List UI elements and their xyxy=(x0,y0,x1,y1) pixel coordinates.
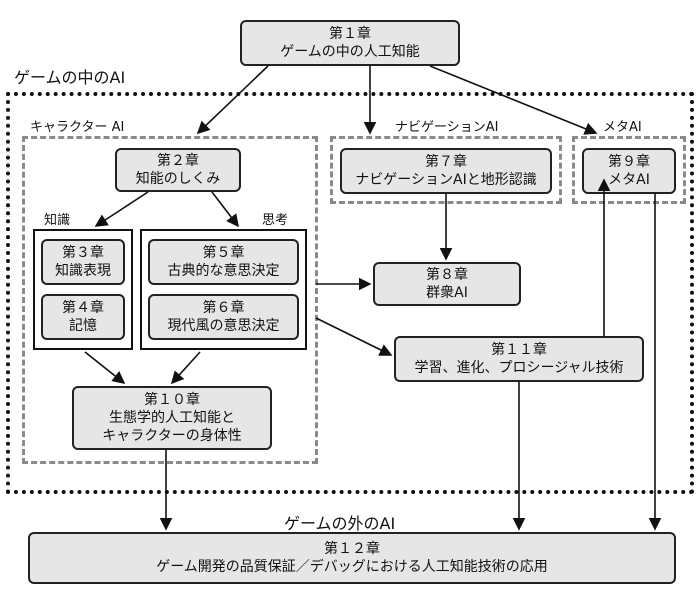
chapter-3-box: 第３章 知識表現 xyxy=(41,239,125,285)
chapter-3-number: 第３章 xyxy=(62,245,104,261)
chapter-10-number: 第１０章 xyxy=(144,392,200,408)
chapter-10-title-line2: キャラクターの身体性 xyxy=(102,428,242,444)
chapter-7-title: ナビゲーションAIと地形認識 xyxy=(355,172,537,188)
game-inner-ai-region xyxy=(6,92,694,494)
chapter-1-title: ゲームの中の人工知能 xyxy=(280,44,420,60)
chapter-8-number: 第８章 xyxy=(426,267,468,283)
character-ai-label: キャラクター AI xyxy=(30,120,125,135)
navigation-ai-label: ナビゲーションAI xyxy=(395,120,499,135)
chapter-10-box: 第１０章 生態学的人工知能と キャラクターの身体性 xyxy=(72,386,272,450)
character-ai-region xyxy=(22,136,318,464)
meta-ai-region xyxy=(572,136,686,204)
chapter-8-box: 第８章 群衆AI xyxy=(373,262,521,306)
chapter-10-title: 生態学的人工知能と xyxy=(109,410,235,426)
game-outer-ai-label: ゲームの外のAI xyxy=(284,514,396,533)
chapter-4-title: 記憶 xyxy=(69,318,97,334)
chapter-9-number: 第９章 xyxy=(608,154,650,170)
arrow-ch2-to-knowledge xyxy=(94,191,149,227)
chapter-11-box: 第１１章 学習、進化、プロシージャル技術 xyxy=(394,336,644,382)
chapter-6-title: 現代風の意思決定 xyxy=(167,318,280,334)
game-inner-ai-label: ゲームの中のAI xyxy=(14,68,126,87)
chapter-5-box: 第５章 古典的な意思決定 xyxy=(148,239,299,285)
chapter-4-number: 第４章 xyxy=(62,300,104,316)
meta-ai-label: メタAI xyxy=(603,120,642,135)
chapter-11-title: 学習、進化、プロシージャル技術 xyxy=(414,360,624,376)
chapter-12-title: ゲーム開発の品質保証／デバッグにおける人工知能技術の応用 xyxy=(156,559,548,575)
thinking-group xyxy=(140,229,307,350)
chapter-12-box: 第１２章 ゲーム開発の品質保証／デバッグにおける人工知能技術の応用 xyxy=(28,532,676,584)
chapter-5-number: 第５章 xyxy=(202,245,245,261)
arrow-thinking-to-ch10 xyxy=(170,351,201,385)
chapter-2-box: 第２章 知能のしくみ xyxy=(115,148,241,192)
chapter-6-box: 第６章 現代風の意思決定 xyxy=(148,294,299,340)
arrow-thinking-to-ch11 xyxy=(315,317,393,356)
chapter-5-title: 古典的な意思決定 xyxy=(167,263,280,279)
chapter-1-number: 第１章 xyxy=(329,26,371,42)
arrow-knowledge-to-ch10 xyxy=(84,351,126,384)
chapter-2-title: 知能のしくみ xyxy=(135,171,221,187)
chapter-12-number: 第１２章 xyxy=(324,541,380,557)
chapter-4-box: 第４章 記憶 xyxy=(41,294,125,340)
chapter-1-box: 第１章 ゲームの中の人工知能 xyxy=(240,20,460,66)
chapter-2-number: 第２章 xyxy=(157,153,199,169)
chapter-8-title: 群衆AI xyxy=(426,285,468,301)
thinking-label: 思考 xyxy=(262,213,289,228)
chapter-6-number: 第６章 xyxy=(202,300,245,316)
arrow-ch2-to-thinking xyxy=(211,191,239,228)
chapter-11-number: 第１１章 xyxy=(491,342,547,358)
chapter-9-box: 第９章 メタAI xyxy=(582,148,676,194)
chapter-3-title: 知識表現 xyxy=(55,263,111,279)
knowledge-group xyxy=(33,229,133,350)
chapter-9-title: メタAI xyxy=(608,172,650,188)
chapter-7-box: 第７章 ナビゲーションAIと地形認識 xyxy=(340,148,552,194)
arrow-ch1-to-meta xyxy=(429,65,598,135)
chapter-7-number: 第７章 xyxy=(425,154,467,170)
knowledge-label: 知識 xyxy=(44,213,71,228)
arrow-ch1-to-character xyxy=(196,65,269,135)
